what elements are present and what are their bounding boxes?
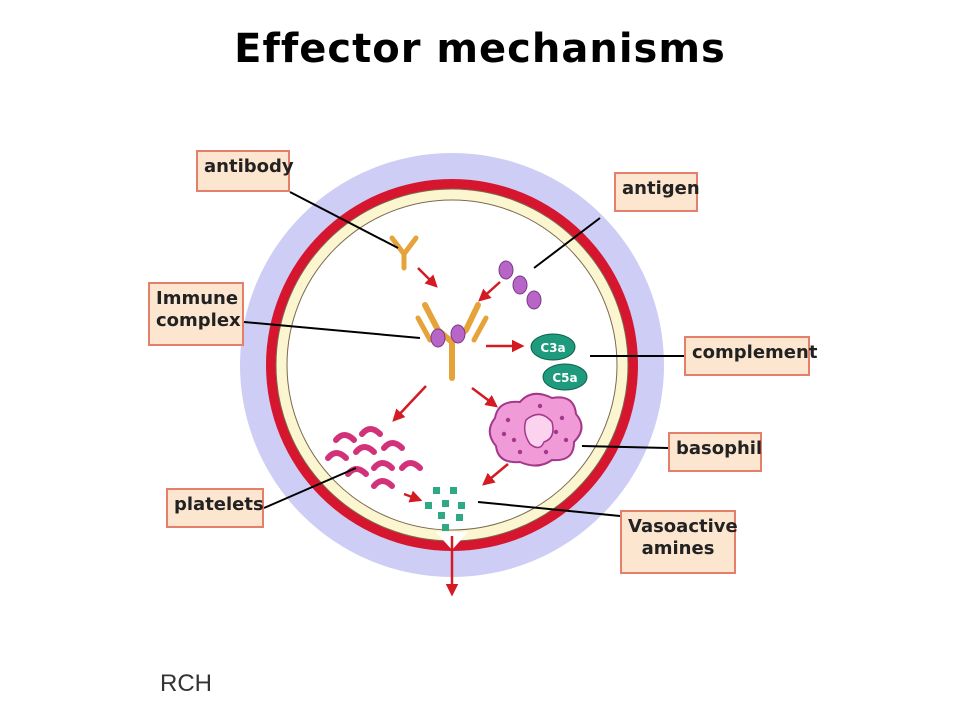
label-antigen-text: antigen <box>622 178 700 199</box>
label-vasoactive-amines: Vasoactive amines <box>620 510 738 574</box>
antigen-icon <box>498 260 542 310</box>
antibody-icon <box>389 235 419 271</box>
arrow-basophil-to-amines <box>482 463 509 486</box>
leader-antigen <box>533 217 601 269</box>
label-basophil: basophil <box>668 432 762 472</box>
arrow-complex-to-platelets <box>392 385 427 422</box>
basophil-icon <box>488 392 583 467</box>
complement-c5a-label: C5a <box>552 371 577 385</box>
arrow-complex-to-basophil <box>471 387 498 408</box>
label-vasoactive-line2: amines <box>641 538 715 559</box>
label-basophil-text: basophil <box>676 438 763 459</box>
label-complement-text: complement <box>692 342 818 363</box>
label-immune-complex: Immune complex <box>148 282 244 346</box>
label-immune-complex-line1: Immune <box>156 288 239 309</box>
arrow-platelets-to-amines <box>403 490 423 503</box>
credit-text: RCH <box>160 670 212 697</box>
complement-icon: C3a C5a <box>530 333 588 391</box>
process-arrows <box>392 267 525 597</box>
leader-vasoactive <box>477 501 621 517</box>
arrow-antibody-to-complex <box>417 267 438 288</box>
page-title: Effector mechanisms <box>234 26 726 72</box>
label-complement: complement <box>684 336 817 376</box>
immune-complex-icon <box>415 302 489 381</box>
label-platelets-text: platelets <box>174 494 264 515</box>
label-vasoactive-line1: Vasoactive <box>628 516 738 537</box>
arrow-antigen-to-complex <box>478 281 501 302</box>
label-antibody: antibody <box>196 150 294 192</box>
complement-c3a-label: C3a <box>540 341 565 355</box>
label-antibody-text: antibody <box>204 156 294 177</box>
label-antigen: antigen <box>614 172 700 212</box>
vasoactive-amines-icon <box>425 487 465 531</box>
leader-lines <box>243 191 684 517</box>
leader-immune-complex <box>243 321 421 339</box>
label-immune-complex-line2: complex <box>156 310 241 331</box>
leader-antibody <box>289 191 399 249</box>
leader-basophil <box>581 445 669 449</box>
label-platelets: platelets <box>166 488 264 528</box>
leader-platelets <box>263 467 357 509</box>
platelets-icon <box>325 426 423 489</box>
